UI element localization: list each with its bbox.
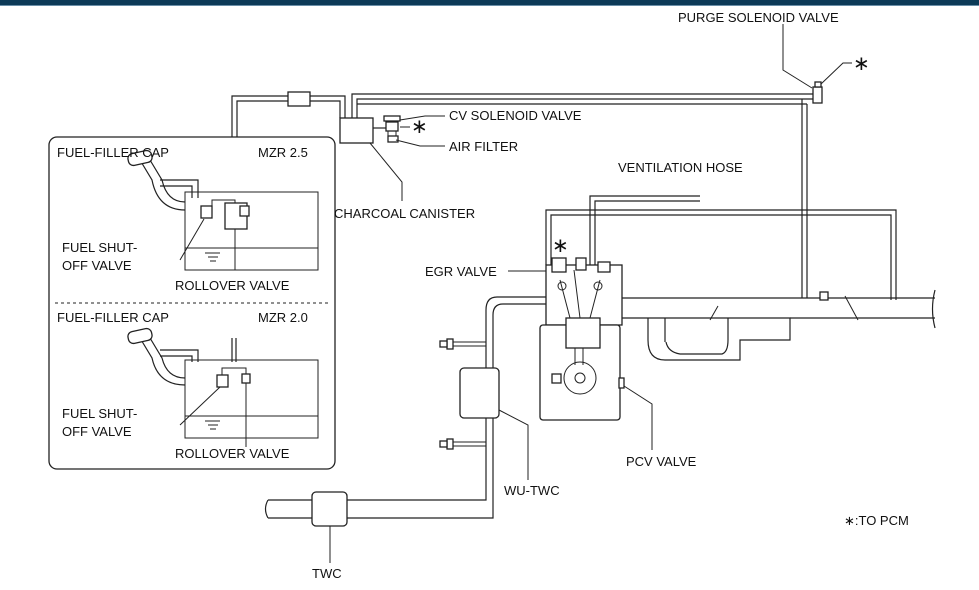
label-air-filter: AIR FILTER (449, 139, 518, 154)
tank-mzr25 (127, 149, 319, 271)
label-variant-mzr20: MZR 2.0 (258, 310, 308, 325)
label-shutoff-mzr20-l2: OFF VALVE (62, 424, 132, 439)
label-wu-twc: WU-TWC (504, 483, 560, 498)
label-rollover-mzr20: ROLLOVER VALVE (175, 446, 290, 461)
fuel-filler-cap-mzr25 (127, 149, 153, 167)
label-pcv-valve: PCV VALVE (626, 454, 697, 469)
oxygen-sensor-upper (439, 338, 486, 350)
label-ventilation-hose: VENTILATION HOSE (618, 160, 743, 175)
charcoal-canister (339, 117, 374, 144)
label-cv-solenoid-valve: CV SOLENOID VALVE (449, 108, 582, 123)
egr-valve (551, 257, 567, 273)
purge-hoses (231, 91, 818, 298)
label-charcoal-canister: CHARCOAL CANISTER (334, 206, 475, 221)
air-filter (387, 135, 399, 143)
inline-filter (287, 91, 311, 107)
label-variant-mzr25: MZR 2.5 (258, 145, 308, 160)
label-shutoff-mzr20-l1: FUEL SHUT- (62, 406, 137, 421)
engine-block (539, 257, 625, 421)
label-twc: TWC (312, 566, 342, 581)
label-to-pcm: ∗:TO PCM (844, 513, 909, 528)
fuel-tank-inset (48, 136, 336, 470)
twc (311, 491, 348, 527)
label-fuel-filler-cap-mzr25: FUEL-FILLER CAP (57, 145, 169, 160)
ventilation-hose (545, 195, 897, 300)
label-shutoff-mzr25-l2: OFF VALVE (62, 258, 132, 273)
header-bar-edge (0, 5, 979, 6)
label-purge-solenoid-valve: PURGE SOLENOID VALVE (678, 10, 839, 25)
pcv-valve (618, 377, 625, 389)
label-egr-valve: EGR VALVE (425, 264, 497, 279)
tank-mzr20 (127, 327, 319, 447)
label-shutoff-mzr25-l1: FUEL SHUT- (62, 240, 137, 255)
purge-solenoid-valve (812, 62, 852, 104)
asterisk-cv: ∗ (411, 116, 428, 138)
wu-twc (459, 367, 500, 419)
asterisk-egr: ∗ (552, 235, 569, 257)
intake-manifold (622, 289, 936, 361)
header-bar (0, 0, 979, 5)
asterisk-purge: ∗ (853, 53, 870, 75)
oxygen-sensor-lower (439, 438, 486, 450)
leader-lines (329, 24, 813, 563)
cv-solenoid-valve (373, 115, 410, 143)
label-rollover-mzr25: ROLLOVER VALVE (175, 278, 290, 293)
fuel-filler-cap-mzr20 (127, 327, 153, 345)
exhaust-pipe (264, 296, 548, 519)
label-fuel-filler-cap-mzr20: FUEL-FILLER CAP (57, 310, 169, 325)
